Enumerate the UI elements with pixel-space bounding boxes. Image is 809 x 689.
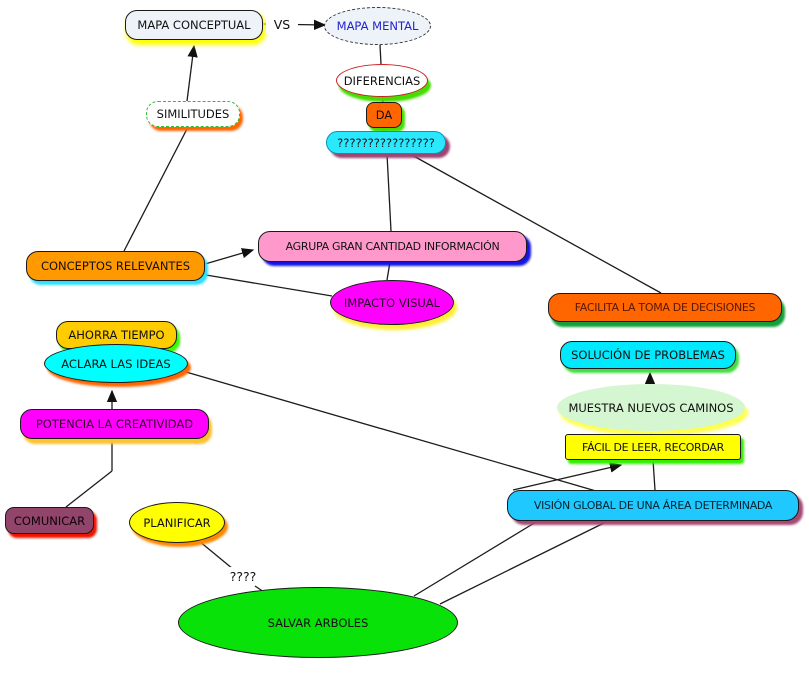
edge-salvar-vision[interactable] bbox=[413, 521, 537, 597]
node-mapa-mental[interactable]: MAPA MENTAL bbox=[324, 7, 431, 45]
edge-vision-facil[interactable] bbox=[512, 462, 623, 491]
node-da[interactable]: DA bbox=[366, 102, 402, 128]
node-potencia-creatividad[interactable]: POTENCIA LA CREATIVIDAD bbox=[20, 409, 209, 439]
node-agrupa-informacion[interactable]: AGRUPA GRAN CANTIDAD INFORMACIÓN bbox=[258, 231, 527, 262]
edge-mapa_mental-diferencias[interactable] bbox=[379, 44, 382, 65]
edge-agrupa-impacto_visual[interactable] bbox=[386, 261, 391, 281]
edge-comunicar-junction[interactable] bbox=[65, 470, 113, 508]
node-facilita-decisiones[interactable]: FACILITA LA TOMA DE DECISIONES bbox=[548, 293, 782, 322]
node-question-marks[interactable]: ???????????????? bbox=[326, 131, 446, 154]
node-diferencias[interactable]: DIFERENCIAS bbox=[336, 64, 428, 97]
edge-conceptos_relevantes-similitudes[interactable] bbox=[123, 126, 189, 252]
edge-questions-agrupa[interactable] bbox=[386, 153, 392, 232]
edge-diferencias-da[interactable] bbox=[381, 96, 384, 103]
node-planificar[interactable]: PLANIFICAR bbox=[129, 502, 225, 543]
edge-conceptos_relevantes-agrupa[interactable] bbox=[204, 248, 255, 265]
node-impacto-visual[interactable]: IMPACTO VISUAL bbox=[330, 280, 454, 325]
edge-facil-vision[interactable] bbox=[652, 459, 656, 491]
node-muestra-caminos[interactable]: MUESTRA NUEVOS CAMINOS bbox=[557, 384, 745, 431]
edge-salvar-vision[interactable] bbox=[439, 521, 607, 605]
node-comunicar[interactable]: COMUNICAR bbox=[5, 507, 94, 534]
link-label-vs[interactable]: VS bbox=[266, 15, 298, 33]
node-conceptos-relevantes[interactable]: CONCEPTOS RELEVANTES bbox=[26, 251, 205, 281]
node-facil-de-leer[interactable]: FÁCIL DE LEER, RECORDAR bbox=[565, 434, 741, 460]
edge-similitudes-mapa_conceptual[interactable] bbox=[186, 44, 198, 102]
edge-conceptos_relevantes-impacto_visual[interactable] bbox=[205, 274, 333, 297]
node-similitudes[interactable]: SIMILITUDES bbox=[146, 101, 240, 127]
edge-aclara_ideas-vision[interactable] bbox=[185, 371, 597, 492]
link-label-question[interactable]: ???? bbox=[226, 567, 260, 585]
edge-planificar-question_label[interactable] bbox=[198, 540, 234, 570]
node-vision-global[interactable]: VISIÓN GLOBAL DE UNA ÁREA DETERMINADA bbox=[507, 490, 799, 521]
node-aclara-las-ideas[interactable]: ACLARA LAS IDEAS bbox=[44, 344, 188, 383]
node-solucion-problemas[interactable]: SOLUCIÓN DE PROBLEMAS bbox=[560, 341, 736, 369]
edge-questions-facilita[interactable] bbox=[409, 153, 662, 294]
node-mapa-conceptual[interactable]: MAPA CONCEPTUAL bbox=[125, 10, 263, 40]
node-salvar-arboles[interactable]: SALVAR ARBOLES bbox=[178, 587, 458, 658]
